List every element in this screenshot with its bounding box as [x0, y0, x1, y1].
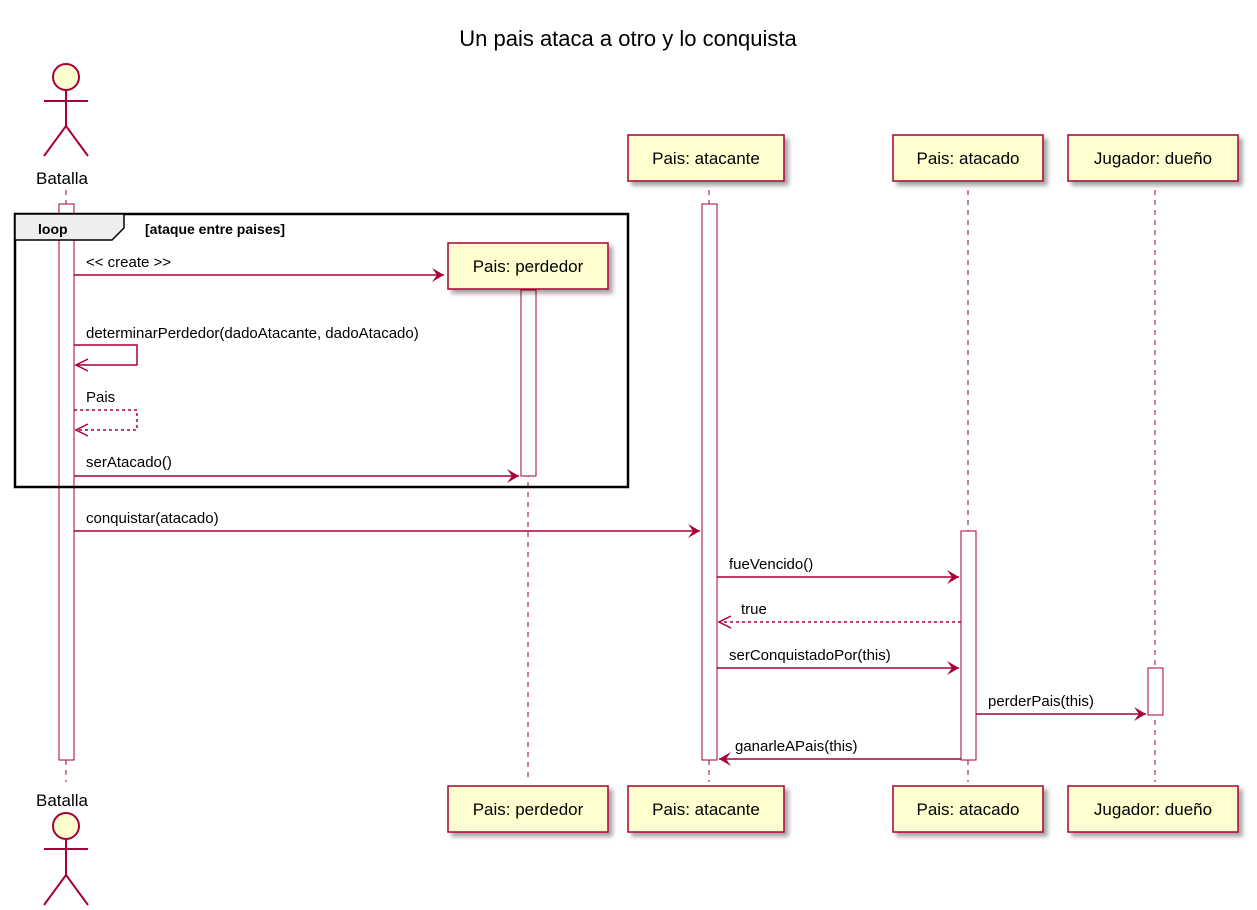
loop-keyword: loop	[38, 221, 68, 237]
activation-atacante	[701, 203, 718, 761]
participants: Pais: perdedor Pais: perdedor Pais: atac…	[447, 134, 1239, 833]
message-label: serConquistadoPor(this)	[729, 647, 891, 664]
message-ganarle-a-pais: ganarleAPais(this)	[719, 738, 961, 766]
participant-label: Pais: atacante	[652, 800, 760, 819]
message-label: true	[741, 601, 767, 618]
activation-dueno	[1147, 667, 1164, 716]
activations	[58, 203, 1164, 761]
actor-batalla-bottom: Batalla	[36, 791, 89, 906]
message-fue-vencido: fueVencido()	[717, 556, 959, 584]
message-label: conquistar(atacado)	[86, 510, 219, 527]
actor-label: Batalla	[36, 169, 89, 188]
participant-label: Pais: perdedor	[473, 257, 584, 276]
message-create: << create >>	[74, 254, 444, 282]
participant-dueno-foot: Jugador: dueño	[1067, 785, 1239, 833]
participant-label: Pais: atacado	[916, 149, 1019, 168]
message-label: fueVencido()	[729, 556, 813, 573]
activation-batalla	[58, 203, 75, 761]
participant-label: Jugador: dueño	[1094, 800, 1212, 819]
message-conquistar: conquistar(atacado)	[74, 510, 700, 538]
participant-perdedor-foot: Pais: perdedor	[447, 785, 609, 833]
participant-atacado-foot: Pais: atacado	[892, 785, 1044, 833]
participant-label: Pais: perdedor	[473, 800, 584, 819]
loop-frame: loop [ataque entre paises]	[13, 212, 630, 489]
message-ser-conquistado-por: serConquistadoPor(this)	[717, 647, 959, 675]
message-label: perderPais(this)	[988, 693, 1094, 710]
loop-condition: [ataque entre paises]	[145, 221, 285, 237]
message-return-true: true	[717, 601, 961, 629]
message-label: ganarleAPais(this)	[735, 738, 858, 755]
diagram-title: Un pais ataca a otro y lo conquista	[459, 26, 797, 51]
messages: << create >> determinarPerdedor(dadoAtac…	[74, 254, 1146, 766]
message-label: Pais	[86, 389, 115, 406]
participant-label: Pais: atacante	[652, 149, 760, 168]
participant-atacante-head: Pais: atacante	[627, 134, 785, 182]
message-determinar-perdedor: determinarPerdedor(dadoAtacante, dadoAta…	[74, 325, 419, 372]
participant-perdedor-head: Pais: perdedor	[447, 242, 609, 290]
message-ser-atacado: serAtacado()	[74, 454, 519, 483]
message-label: determinarPerdedor(dadoAtacante, dadoAta…	[86, 325, 419, 342]
participant-dueno-head: Jugador: dueño	[1067, 134, 1239, 182]
message-label: serAtacado()	[86, 454, 172, 471]
message-return-pais: Pais	[74, 389, 138, 437]
actor-icon	[43, 812, 89, 906]
actor-label: Batalla	[36, 791, 89, 810]
message-perder-pais: perderPais(this)	[976, 693, 1146, 721]
participant-atacante-foot: Pais: atacante	[627, 785, 785, 833]
participant-atacado-head: Pais: atacado	[892, 134, 1044, 182]
actor-icon	[43, 63, 89, 157]
participant-label: Pais: atacado	[916, 800, 1019, 819]
participant-label: Jugador: dueño	[1094, 149, 1212, 168]
activation-atacado	[960, 530, 977, 761]
message-label: << create >>	[86, 254, 171, 271]
actor-batalla-top: Batalla	[36, 63, 89, 188]
activation-perdedor	[520, 289, 537, 477]
